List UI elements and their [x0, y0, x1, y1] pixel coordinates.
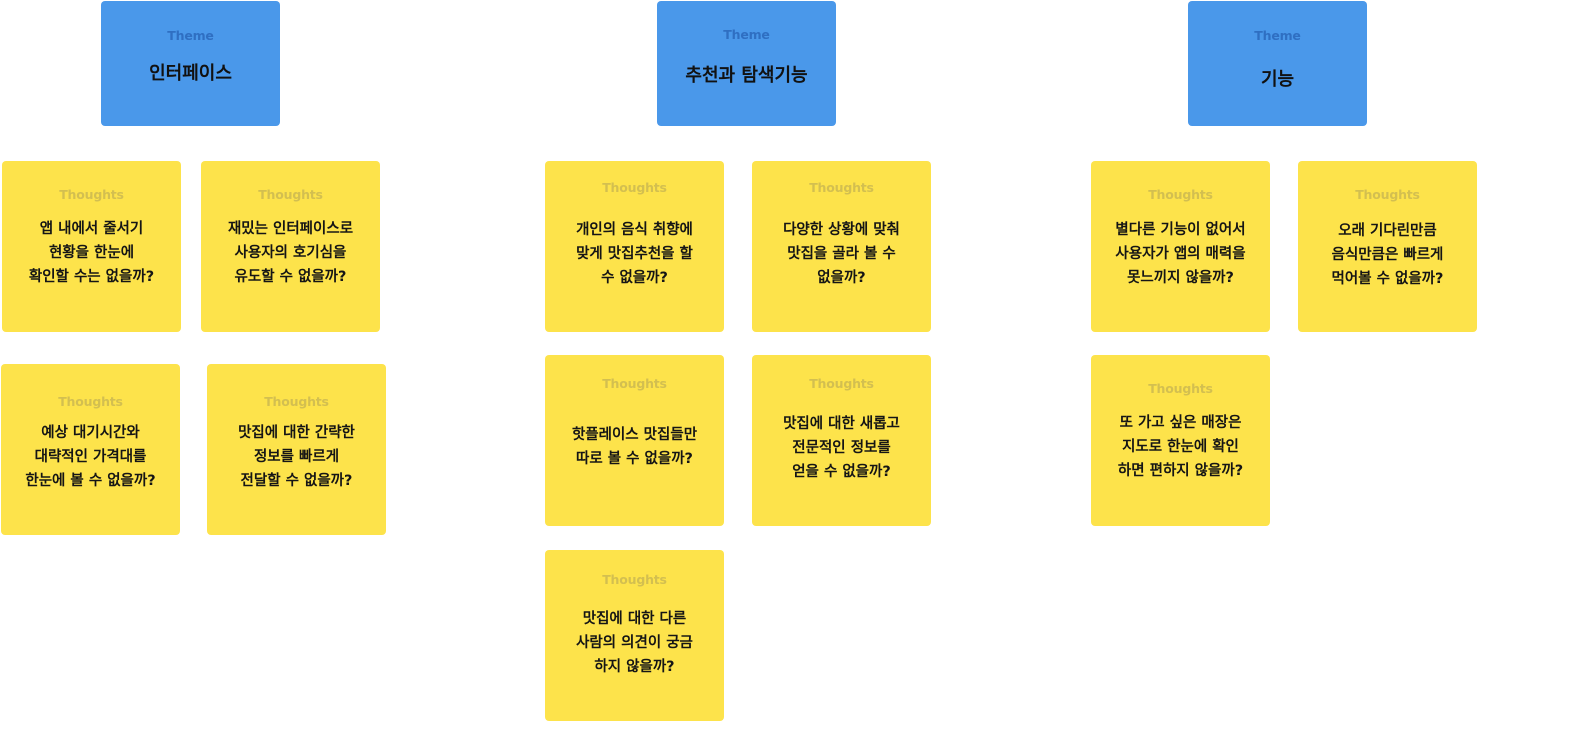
thought-label: Thoughts — [809, 376, 874, 391]
thought-note[interactable]: Thoughts 앱 내에서 줄서기 현황을 한눈에 확인할 수는 없을까? — [2, 161, 181, 332]
thought-text: 앱 내에서 줄서기 현황을 한눈에 확인할 수는 없을까? — [28, 221, 155, 285]
theme-title: 인터페이스 — [149, 63, 232, 84]
thought-note[interactable]: Thoughts 또 가고 싶은 매장은 지도로 한눈에 확인 하면 편하지 않… — [1091, 355, 1270, 526]
thought-label: Thoughts — [1355, 187, 1420, 202]
thought-text: 오래 기다린만큼 음식만큼은 빠르게 먹어볼 수 없을까? — [1331, 223, 1444, 287]
theme-note-feature[interactable]: Theme 기능 — [1188, 1, 1367, 126]
thought-text: 다양한 상황에 맞춰 맛집을 골라 볼 수 없을까? — [783, 222, 900, 286]
thought-text: 핫플레이스 맛집들만 따로 볼 수 없을까? — [571, 427, 698, 467]
thought-note[interactable]: Thoughts 맛집에 대한 다른 사람의 의견이 궁금 하지 않을까? — [545, 550, 724, 721]
thought-label: Thoughts — [602, 180, 667, 195]
thought-note[interactable]: Thoughts 맛집에 대한 새롭고 전문적인 정보를 얻을 수 없을까? — [752, 355, 931, 526]
thought-text: 맛집에 대한 간략한 정보를 빠르게 전달할 수 없을까? — [238, 425, 355, 489]
thought-text: 재밌는 인터페이스로 사용자의 호기심을 유도할 수 없을까? — [227, 221, 354, 285]
theme-note-recommend-search[interactable]: Theme 추천과 탐색기능 — [657, 1, 836, 126]
thought-label: Thoughts — [602, 376, 667, 391]
thought-note[interactable]: Thoughts 재밌는 인터페이스로 사용자의 호기심을 유도할 수 없을까? — [201, 161, 380, 332]
thought-label: Thoughts — [1148, 187, 1213, 202]
thought-note[interactable]: Thoughts 개인의 음식 취향에 맞게 맛집추천을 할 수 없을까? — [545, 161, 724, 332]
thought-text: 맛집에 대한 다른 사람의 의견이 궁금 하지 않을까? — [576, 611, 693, 675]
theme-label: Theme — [723, 27, 770, 42]
thought-text: 별다른 기능이 없어서 사용자가 앱의 매력을 못느끼지 않을까? — [1115, 222, 1246, 286]
thought-label: Thoughts — [58, 394, 123, 409]
thought-note[interactable]: Thoughts 다양한 상황에 맞춰 맛집을 골라 볼 수 없을까? — [752, 161, 931, 332]
thought-text: 또 가고 싶은 매장은 지도로 한눈에 확인 하면 편하지 않을까? — [1117, 415, 1244, 479]
thought-text: 개인의 음식 취향에 맞게 맛집추천을 할 수 없을까? — [576, 222, 693, 286]
thought-note[interactable]: Thoughts 맛집에 대한 간략한 정보를 빠르게 전달할 수 없을까? — [207, 364, 386, 535]
theme-note-interface[interactable]: Theme 인터페이스 — [101, 1, 280, 126]
theme-title: 기능 — [1260, 69, 1295, 90]
theme-label: Theme — [1254, 28, 1301, 43]
thought-label: Thoughts — [59, 187, 124, 202]
thought-text: 맛집에 대한 새롭고 전문적인 정보를 얻을 수 없을까? — [783, 416, 900, 480]
thought-note[interactable]: Thoughts 핫플레이스 맛집들만 따로 볼 수 없을까? — [545, 355, 724, 526]
theme-title: 추천과 탐색기능 — [685, 65, 808, 86]
thought-label: Thoughts — [258, 187, 323, 202]
thought-note[interactable]: Thoughts 별다른 기능이 없어서 사용자가 앱의 매력을 못느끼지 않을… — [1091, 161, 1270, 332]
thought-label: Thoughts — [264, 394, 329, 409]
thought-note[interactable]: Thoughts 오래 기다린만큼 음식만큼은 빠르게 먹어볼 수 없을까? — [1298, 161, 1477, 332]
thought-label: Thoughts — [809, 180, 874, 195]
thought-text: 예상 대기시간와 대략적인 가격대를 한눈에 볼 수 없을까? — [25, 425, 156, 489]
thought-label: Thoughts — [1148, 381, 1213, 396]
theme-label: Theme — [167, 28, 214, 43]
thought-note[interactable]: Thoughts 예상 대기시간와 대략적인 가격대를 한눈에 볼 수 없을까? — [1, 364, 180, 535]
thought-label: Thoughts — [602, 572, 667, 587]
